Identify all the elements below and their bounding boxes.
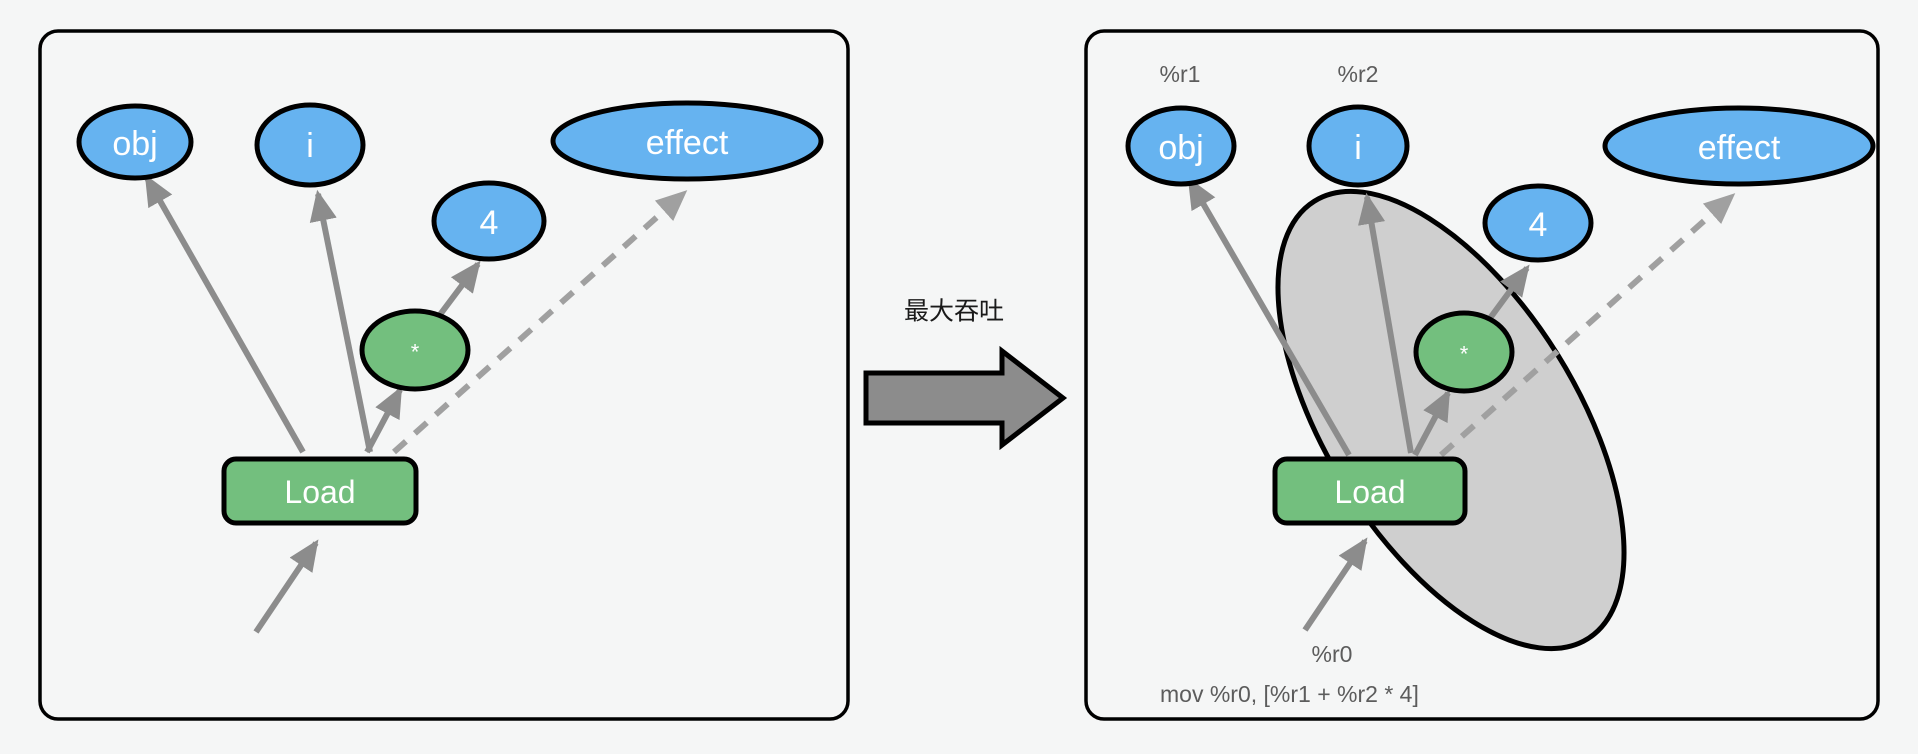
node-effect-before[interactable]: effect bbox=[550, 100, 824, 182]
node-four-shape bbox=[431, 180, 547, 262]
edge-load-to-mul bbox=[364, 386, 403, 454]
node-mul-shape bbox=[359, 308, 471, 392]
panel-before: obj i 4 effect * Load bbox=[38, 29, 850, 721]
node-obj-label: obj bbox=[112, 125, 157, 163]
node-effect-label: effect bbox=[646, 124, 729, 162]
node-load-label: Load bbox=[284, 474, 355, 510]
node-load-shape-after bbox=[1272, 456, 1468, 526]
annotation-instruction: mov %r0, [%r1 + %r2 * 4] bbox=[1160, 681, 1419, 707]
node-mul-label: * bbox=[411, 340, 420, 365]
edge-load-to-effect bbox=[392, 190, 688, 455]
node-four-before[interactable]: 4 bbox=[431, 180, 547, 262]
transition-arrow-icon bbox=[863, 345, 1068, 451]
node-effect-after[interactable]: effect bbox=[1602, 105, 1876, 187]
transition-caption: 最大吞吐 bbox=[904, 297, 1004, 326]
annotation-reg-r1: %r1 bbox=[1160, 61, 1201, 87]
panel-before-edges bbox=[144, 174, 688, 634]
node-obj-after[interactable]: obj bbox=[1125, 105, 1237, 187]
node-mul-shape-after bbox=[1413, 310, 1515, 394]
edge-mul-to-i-after bbox=[1358, 192, 1414, 454]
node-i-label-after: i bbox=[1354, 129, 1362, 167]
edge-mul-to-four-after bbox=[1482, 264, 1530, 327]
node-obj-shape-after bbox=[1125, 105, 1237, 187]
node-mul-before[interactable]: * bbox=[359, 308, 471, 392]
edge-load-to-effect-after bbox=[1439, 193, 1736, 458]
node-i-after[interactable]: i bbox=[1306, 104, 1410, 188]
node-four-shape-after bbox=[1482, 183, 1594, 263]
node-i-label: i bbox=[306, 127, 314, 165]
node-mul-label-after: * bbox=[1460, 342, 1469, 367]
edge-mul-to-i bbox=[309, 189, 373, 453]
node-i-before[interactable]: i bbox=[254, 102, 366, 188]
node-four-label: 4 bbox=[480, 204, 499, 242]
node-obj-shape bbox=[76, 103, 194, 181]
edge-load-to-obj bbox=[144, 174, 306, 454]
node-effect-shape-after bbox=[1602, 105, 1876, 187]
node-load-before[interactable]: Load bbox=[221, 456, 419, 526]
node-mul-after[interactable]: * bbox=[1413, 310, 1515, 394]
edge-load-to-mul-after bbox=[1412, 389, 1451, 457]
node-obj-label-after: obj bbox=[1158, 129, 1203, 167]
edge-mul-to-four bbox=[433, 260, 481, 322]
panel-after: %r1 %r2 obj i 4 effect bbox=[1084, 29, 1880, 721]
node-effect-label-after: effect bbox=[1698, 129, 1781, 167]
node-i-shape bbox=[254, 102, 366, 188]
node-four-label-after: 4 bbox=[1529, 206, 1548, 244]
annotation-reg-r0: %r0 bbox=[1312, 641, 1353, 667]
panel-after-edges bbox=[1187, 177, 1736, 632]
node-effect-shape bbox=[550, 100, 824, 182]
transition-group: 最大吞吐 bbox=[863, 297, 1068, 451]
node-load-label-after: Load bbox=[1334, 474, 1405, 510]
annotation-reg-r2: %r2 bbox=[1338, 61, 1379, 87]
node-load-after[interactable]: Load bbox=[1272, 456, 1468, 526]
node-obj-before[interactable]: obj bbox=[76, 103, 194, 181]
edge-load-to-obj-after bbox=[1187, 177, 1352, 457]
node-i-shape-after bbox=[1306, 104, 1410, 188]
node-load-shape bbox=[221, 456, 419, 526]
edge-external-to-load bbox=[253, 539, 319, 634]
edge-external-to-load-after bbox=[1302, 537, 1368, 632]
node-four-after[interactable]: 4 bbox=[1482, 183, 1594, 263]
